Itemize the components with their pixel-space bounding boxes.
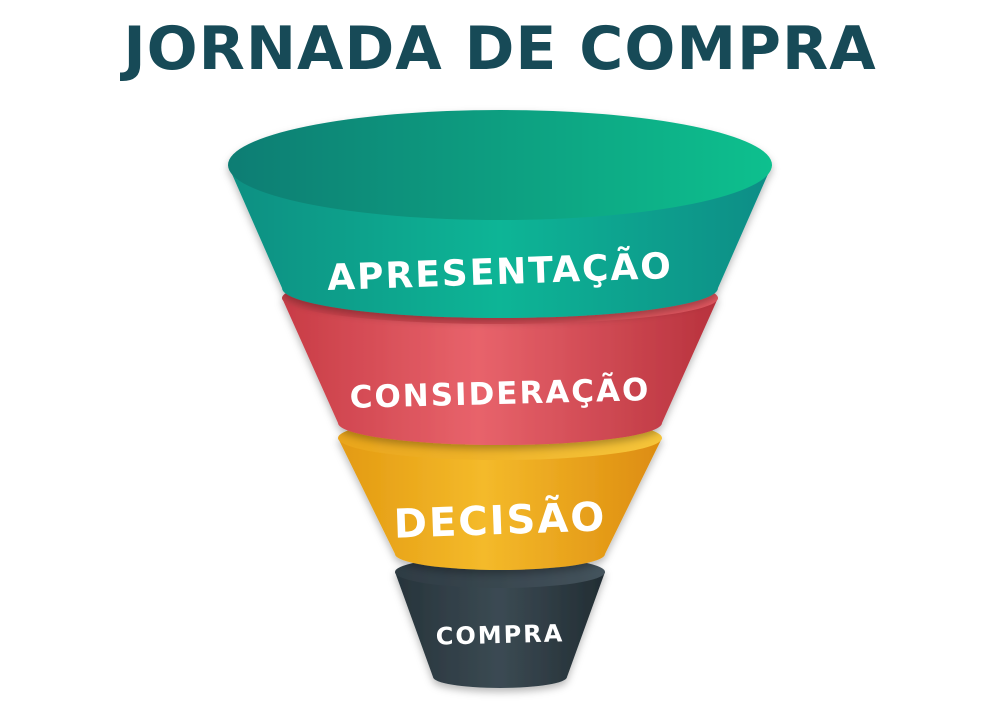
stage-compra-body: [395, 572, 605, 688]
stage-apresentacao-rim: [228, 110, 772, 220]
stage-decisao-body: [338, 438, 662, 570]
stage-compra-label: COMPRA: [435, 619, 564, 650]
funnel-stage-apresentacao: [228, 110, 772, 318]
stage-decisao-label: DECISÃO: [393, 491, 607, 547]
stage-consideracao-body: [282, 298, 718, 445]
stage-consideracao-label: CONSIDERAÇÃO: [349, 371, 651, 416]
page-title: JORNADA DE COMPRA: [123, 14, 877, 84]
